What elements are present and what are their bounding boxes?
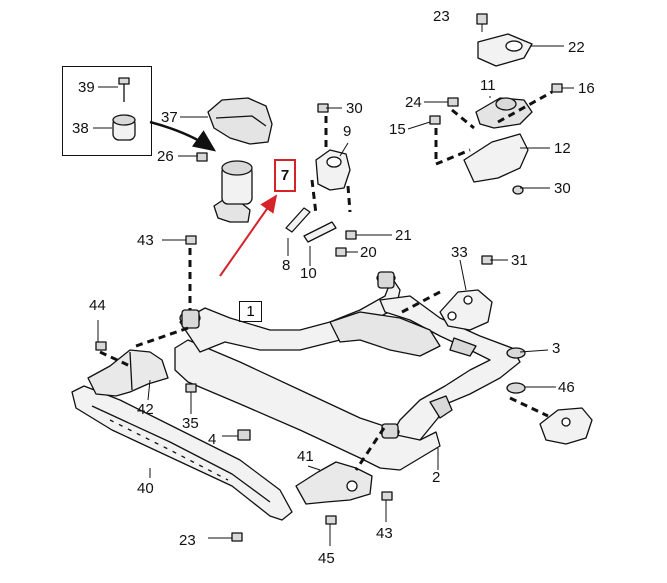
top-plate: [477, 33, 533, 67]
right-bracket: [295, 461, 373, 505]
callout-1-box: 1: [239, 301, 262, 322]
callout-23-bottom: 23: [179, 532, 196, 549]
highlight-arrow: [219, 194, 278, 277]
callout-26: 26: [157, 148, 174, 165]
engine-mount: [213, 160, 253, 223]
callout-7: 7: [280, 167, 290, 184]
lower-bracket: [506, 382, 593, 445]
callout-43-left: 43: [137, 232, 154, 249]
callout-22: 22: [568, 39, 585, 56]
callout-46: 46: [558, 379, 575, 396]
callout-9: 9: [343, 123, 352, 140]
callout-35: 35: [182, 415, 199, 432]
callout-21: 21: [395, 227, 412, 244]
callout-1: 1: [246, 303, 255, 320]
callout-42: 42: [137, 401, 154, 418]
callout-31: 31: [511, 252, 528, 269]
bolts: [95, 13, 563, 542]
callout-10: 10: [300, 265, 317, 282]
callout-33: 33: [451, 244, 468, 261]
callout-40: 40: [137, 480, 154, 497]
torque-rod-mount: [315, 149, 351, 191]
callout-11: 11: [480, 77, 496, 94]
callout-2: 2: [432, 469, 441, 486]
callout-41: 41: [297, 448, 314, 465]
callout-23-top: 23: [433, 8, 450, 25]
callout-44: 44: [89, 297, 106, 314]
link-arms: [285, 207, 337, 243]
callout-30-right: 30: [554, 180, 571, 197]
callout-30-top: 30: [346, 100, 363, 117]
leader-lines: [93, 24, 574, 546]
mount-cover: [207, 97, 273, 145]
detail-inset-frame: [62, 66, 152, 156]
callout-4: 4: [208, 431, 217, 448]
callout-43-bottom: 43: [376, 525, 393, 542]
rear-mount: [463, 97, 533, 195]
callout-24: 24: [405, 94, 422, 111]
left-bracket: [87, 349, 169, 397]
callout-38: 38: [72, 120, 89, 137]
callout-45: 45: [318, 550, 335, 567]
callout-7-box: 7: [274, 159, 296, 192]
bumper-beam: [71, 385, 293, 521]
callout-16: 16: [578, 80, 595, 97]
callout-37: 37: [161, 109, 178, 126]
callout-39: 39: [78, 79, 95, 96]
callout-8: 8: [282, 257, 291, 274]
inset-bushing: [112, 77, 136, 141]
callout-12: 12: [554, 140, 571, 157]
callout-20: 20: [360, 244, 377, 261]
inset-arrow: [149, 120, 217, 152]
subframe: [174, 271, 526, 471]
right-mount-bracket: [439, 289, 493, 331]
callout-3: 3: [552, 340, 561, 357]
assembly-dashes: [99, 90, 553, 471]
callout-15: 15: [389, 121, 406, 138]
